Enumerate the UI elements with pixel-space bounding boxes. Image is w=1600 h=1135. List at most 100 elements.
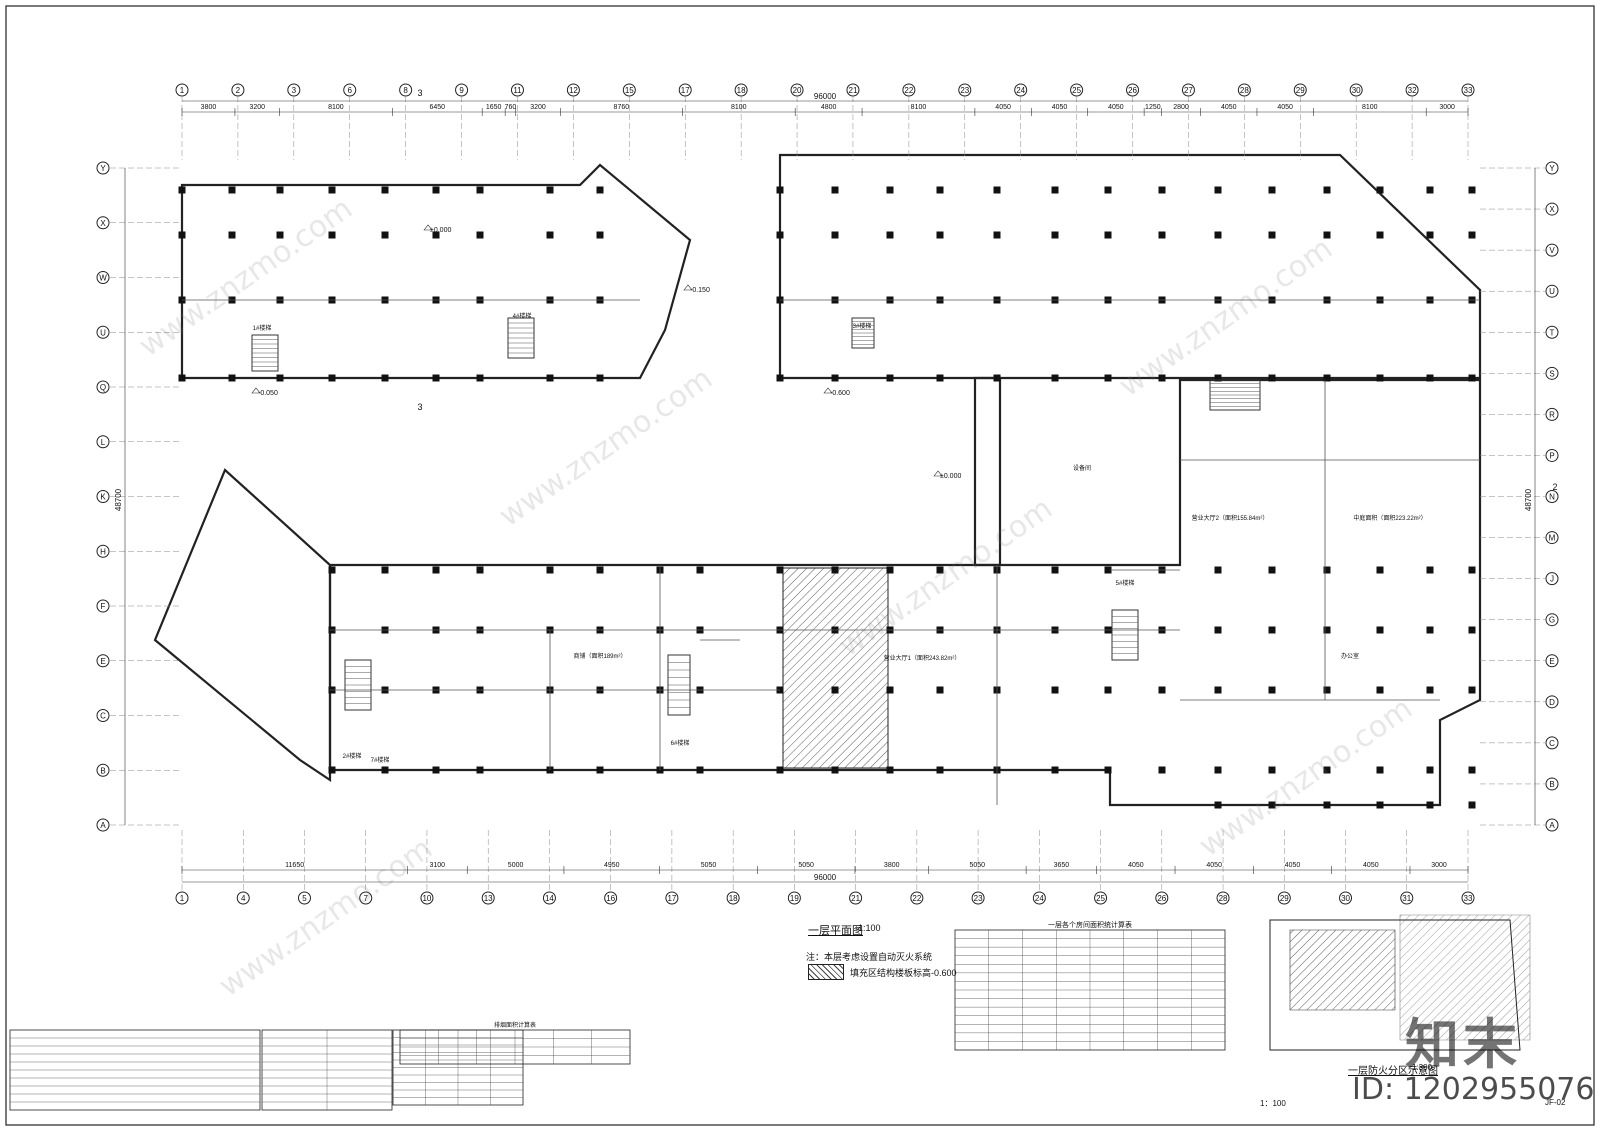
building-wall (973, 376, 1002, 567)
structural-column (432, 186, 440, 194)
axis-label: 8 (403, 86, 408, 95)
structural-column (1468, 686, 1476, 694)
axis-bubble (236, 891, 250, 905)
axis-bubble (175, 891, 189, 905)
structural-column (1376, 231, 1384, 239)
structural-column (596, 374, 604, 382)
axis-label: 21 (851, 894, 860, 903)
axis-bubble (96, 599, 110, 613)
dim-text: 3000 (1431, 862, 1447, 869)
structural-column (1376, 801, 1384, 809)
dim-text: 8100 (911, 104, 927, 111)
axis-label: 21 (849, 86, 858, 95)
structural-column (228, 374, 236, 382)
dim-text: 6450 (429, 104, 445, 111)
axis-bubble (1545, 366, 1559, 380)
watermark-id: ID: 1202955076 (1352, 1072, 1595, 1107)
structural-column (1268, 186, 1276, 194)
structural-column (596, 231, 604, 239)
dim-text: 3000 (1439, 104, 1455, 111)
axis-bubble (1545, 490, 1559, 503)
hatch-legend-swatch (808, 964, 844, 980)
structural-column (1214, 801, 1222, 809)
structural-column (596, 766, 604, 774)
structural-column (1426, 374, 1434, 382)
axis-label: 10 (422, 894, 431, 903)
axis-label: 29 (1280, 894, 1289, 903)
axis-bubble (1545, 243, 1559, 257)
structural-column (1376, 686, 1384, 694)
axis-bubble (542, 891, 556, 905)
structural-column (1104, 186, 1112, 194)
axis-bubble (1545, 284, 1559, 298)
axis-label: 5 (302, 894, 307, 903)
structural-column (1158, 186, 1166, 194)
structural-column (696, 566, 704, 574)
dim-text: 4050 (1277, 104, 1293, 111)
axis-label: S (1549, 369, 1554, 378)
sheet-border (5, 5, 1595, 1126)
structural-column (1376, 766, 1384, 774)
axis-bubble (665, 891, 679, 905)
structural-column (1268, 626, 1276, 634)
dim-text: 4050 (1363, 862, 1379, 869)
dim-text: 4050 (1221, 104, 1237, 111)
structural-column (276, 374, 284, 382)
axis-bubble (787, 891, 801, 905)
axis-bubble (1545, 777, 1559, 791)
dim-text: 8760 (614, 104, 630, 111)
dim-text: 760 (505, 104, 517, 111)
structural-column (1323, 186, 1331, 194)
axis-label: N (1549, 493, 1555, 502)
axis-label: 23 (974, 894, 983, 903)
structural-column (993, 231, 1001, 239)
level-triangle (683, 284, 693, 291)
axis-label: 27 (1184, 86, 1193, 95)
sheet-number: JF-02 (1545, 1098, 1566, 1107)
structural-column (776, 186, 784, 194)
structural-column (936, 766, 944, 774)
dim-text: 3200 (249, 104, 265, 111)
structural-column (1323, 231, 1331, 239)
axis-label: E (100, 657, 105, 666)
axis-label: 22 (904, 86, 913, 95)
structural-column (1268, 374, 1276, 382)
dim-text: 5050 (970, 862, 986, 869)
axis-label: 33 (1464, 86, 1473, 95)
structural-column (1268, 686, 1276, 694)
structural-column (1376, 626, 1384, 634)
structural-column (886, 566, 894, 574)
structural-column (1268, 566, 1276, 574)
structural-column (276, 231, 284, 239)
structural-column (546, 374, 554, 382)
structural-column (831, 186, 839, 194)
axis-label: 14 (545, 894, 554, 903)
structural-column (1214, 186, 1222, 194)
dim-text: 8100 (328, 104, 344, 111)
axis-bubble (1545, 736, 1559, 750)
structural-column (1051, 374, 1059, 382)
structural-column (228, 186, 236, 194)
axis-bubble (96, 435, 110, 449)
axis-label: 12 (569, 86, 578, 95)
axis-label: 23 (960, 86, 969, 95)
axis-bubble (1545, 818, 1559, 832)
structural-column (1051, 686, 1059, 694)
structural-column (476, 231, 484, 239)
axis-bubble (96, 380, 110, 394)
dim-text: 2800 (1173, 104, 1189, 111)
axis-label: 19 (790, 894, 799, 903)
dim-text: 4950 (604, 862, 620, 869)
structural-column (276, 186, 284, 194)
axis-label: T (1550, 328, 1555, 337)
axis-label: W (99, 274, 107, 283)
dim-text: 5050 (798, 862, 814, 869)
structural-column (886, 374, 894, 382)
axis-bubble (96, 216, 110, 230)
drawing-title-scale: 1:100 (858, 923, 881, 933)
structural-column (1426, 231, 1434, 239)
axis-label: Y (100, 164, 106, 173)
dim-text: 4050 (1285, 862, 1301, 869)
axis-bubble (1545, 325, 1559, 339)
axis-bubble (1545, 613, 1559, 627)
